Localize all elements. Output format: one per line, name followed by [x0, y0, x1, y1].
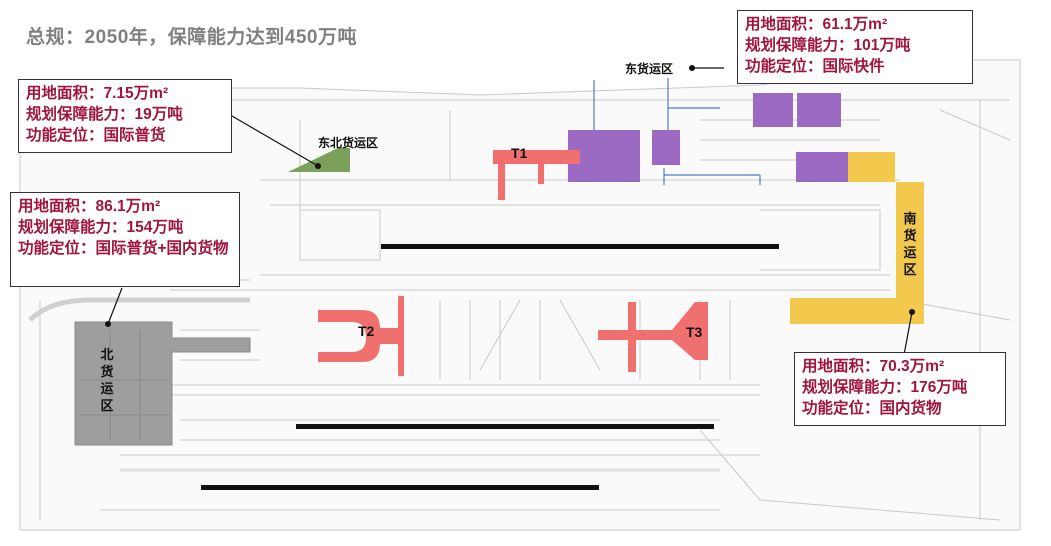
callout-northeast: 用地面积：7.15万m² 规划保障能力：19万吨 功能定位：国际普货 [18, 79, 232, 153]
site-linework [19, 59, 1021, 531]
label-south-zone: 南货运区 [903, 211, 917, 277]
label-terminal-t3: T3 [686, 324, 703, 340]
terminals [318, 150, 708, 376]
east-area: 用地面积：61.1万m² [745, 16, 888, 33]
south-capacity: 规划保障能力：176万吨 [802, 379, 968, 396]
label-northeast-zone: 东北货运区 [318, 136, 379, 150]
zone-northeast [288, 148, 350, 172]
north-function: 功能定位：国际普货+国内货物 [18, 240, 229, 257]
northeast-capacity: 规划保障能力：19万吨 [26, 106, 183, 123]
northeast-area: 用地面积：7.15万m² [26, 85, 169, 102]
north-area: 用地面积：86.1万m² [18, 198, 161, 215]
callout-north: 用地面积：86.1万m² 规划保障能力：154万吨 功能定位：国际普货+国内货物 [10, 192, 240, 287]
east-function: 功能定位：国际快件 [745, 58, 885, 75]
callout-south: 用地面积：70.3万m² 规划保障能力：176万吨 功能定位：国内货物 [794, 352, 1006, 426]
terminal-t2-shape [318, 296, 404, 376]
south-function: 功能定位：国内货物 [802, 400, 942, 417]
terminal-t3-shape [598, 302, 708, 372]
leader-lines [107, 67, 913, 356]
zone-south [790, 152, 924, 324]
runways [201, 244, 779, 490]
north-capacity: 规划保障能力：154万吨 [18, 219, 184, 236]
label-north-zone: 北货运区 [100, 347, 114, 413]
zone-north [74, 321, 251, 446]
page-title: 总规：2050年，保障能力达到450万吨 [26, 27, 357, 48]
label-terminal-t2: T2 [358, 323, 375, 339]
northeast-function: 功能定位：国际普货 [26, 127, 166, 144]
label-terminal-t1: T1 [511, 145, 528, 161]
east-pointer-lines [593, 78, 761, 185]
zone-east [568, 93, 848, 182]
label-east-zone: 东货运区 [625, 62, 674, 76]
east-capacity: 规划保障能力：101万吨 [745, 37, 911, 54]
runway-3 [201, 485, 599, 490]
callout-east: 用地面积：61.1万m² 规划保障能力：101万吨 功能定位：国际快件 [737, 10, 973, 84]
runway-2 [296, 424, 714, 429]
runway-1 [381, 244, 779, 249]
south-area: 用地面积：70.3万m² [802, 358, 945, 375]
terminal-t1-shape [493, 150, 580, 200]
